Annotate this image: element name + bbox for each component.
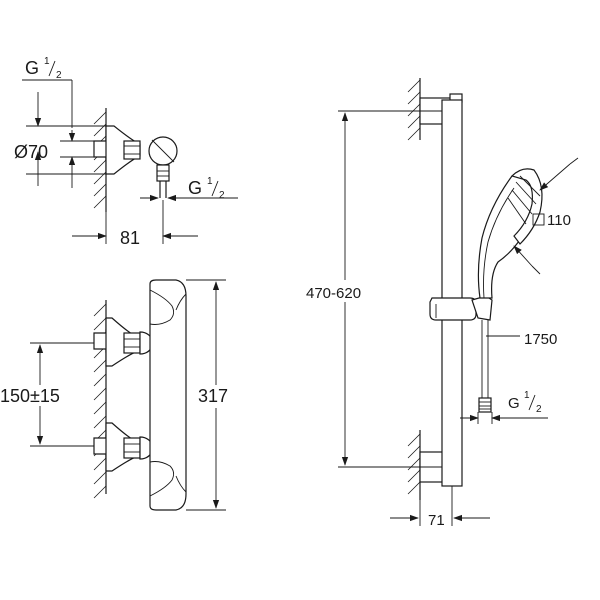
svg-text:2: 2 bbox=[219, 190, 225, 201]
hose-nut bbox=[478, 397, 492, 413]
side-view-mixer: G 1 2 Ø70 G 1 2 81 bbox=[14, 56, 238, 248]
outlet-nut bbox=[156, 164, 170, 182]
svg-text:1: 1 bbox=[207, 176, 213, 187]
centre-distance-label: 150±15 bbox=[0, 386, 60, 406]
hex-nut bbox=[123, 140, 141, 160]
thread-label-top: G 1 2 bbox=[25, 56, 62, 81]
svg-text:G: G bbox=[188, 178, 202, 198]
wall-offset-label: 71 bbox=[428, 512, 445, 529]
wall-hatching-top-left bbox=[93, 108, 107, 212]
slider bbox=[429, 297, 477, 321]
thermostat-body bbox=[149, 279, 187, 511]
lower-handle bbox=[149, 461, 175, 497]
thread-label-side: G 1 2 bbox=[188, 176, 225, 201]
svg-text:1: 1 bbox=[44, 56, 50, 67]
height-label: 317 bbox=[198, 386, 228, 406]
wall-hatching-bottom-right bbox=[407, 430, 421, 500]
head-size-label: 110 bbox=[547, 212, 571, 229]
square-symbol bbox=[532, 213, 545, 226]
svg-text:2: 2 bbox=[536, 404, 542, 415]
svg-text:G: G bbox=[25, 58, 39, 78]
wall-hatching-bottom-left bbox=[93, 300, 107, 499]
diameter-label: Ø70 bbox=[14, 142, 48, 162]
projection-label: 81 bbox=[120, 228, 140, 248]
hose-length-label: 1750 bbox=[524, 331, 557, 348]
upper-handle bbox=[149, 289, 175, 325]
rail-range-label: 470-620 bbox=[306, 285, 361, 302]
shower-hose bbox=[481, 320, 489, 376]
wall-hatching-top-right bbox=[407, 78, 421, 141]
front-view-mixer: 150±15 317 bbox=[0, 279, 228, 511]
svg-text:2: 2 bbox=[56, 70, 62, 81]
shower-rail-set: 110 470-620 1750 G 1 2 71 bbox=[306, 78, 579, 529]
thread-label-right: G 1 2 bbox=[508, 390, 542, 415]
svg-text:1: 1 bbox=[524, 390, 530, 401]
svg-text:G: G bbox=[508, 395, 520, 412]
shower-rail bbox=[441, 99, 463, 487]
